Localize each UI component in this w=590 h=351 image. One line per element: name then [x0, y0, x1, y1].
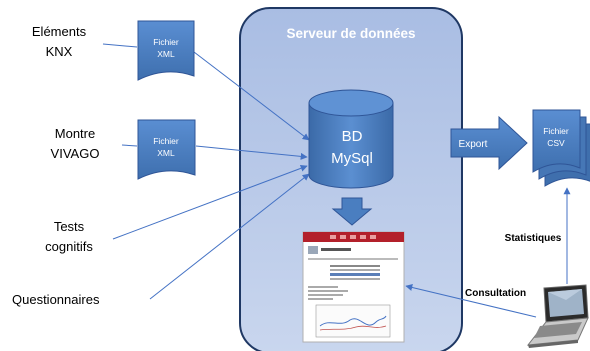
source-vivago-line1: Montre: [55, 126, 95, 141]
laptop-icon: [526, 284, 589, 348]
source-tests-line1: Tests: [54, 219, 85, 234]
source-knx-line1: Eléments: [32, 24, 87, 39]
server-title: Serveur de données: [286, 26, 415, 41]
document-csv-stack: Fichier CSV: [532, 109, 590, 187]
source-knx: Eléments KNX: [32, 24, 87, 59]
connector-xml2-to-db: [195, 145, 308, 160]
database-cylinder: BD MySql: [308, 89, 394, 189]
document-icon: [532, 109, 581, 173]
consultation-label: Consultation: [465, 288, 526, 299]
document-icon: [137, 119, 196, 180]
document-xml1-line2: XML: [157, 49, 175, 59]
statistiques-label: Statistiques: [505, 233, 562, 244]
source-knx-line2: KNX: [46, 44, 73, 59]
connector-laptop-to-screenshot: [405, 284, 537, 318]
input-connectors: [102, 43, 310, 300]
web-app-screenshot: [302, 231, 405, 343]
connector-knx-to-xml1: [102, 43, 138, 48]
connector-questionnaires-to-db: [149, 173, 310, 300]
connector-vivago-to-xml2: [121, 144, 138, 147]
source-vivago: Montre VIVAGO: [51, 126, 100, 161]
document-xml2-line1: Fichier: [153, 136, 179, 146]
source-tests-line2: cognitifs: [45, 239, 93, 254]
source-tests: Tests cognitifs: [45, 219, 93, 254]
document-icon: [137, 20, 195, 81]
export-arrow-icon: [450, 115, 528, 171]
output-connectors: [405, 187, 571, 318]
connector-xml1-to-db: [193, 51, 310, 141]
export-arrow: Export: [450, 115, 528, 171]
database-icon: [308, 102, 394, 189]
source-vivago-line2: VIVAGO: [51, 146, 100, 161]
document-xml1-line1: Fichier: [153, 37, 179, 47]
document-xml2: Fichier XML: [137, 119, 196, 180]
source-questionnaires-label: Questionnaires: [12, 292, 100, 307]
export-label: Export: [459, 139, 488, 150]
database-label-line2: MySql: [331, 150, 373, 167]
document-xml2-line2: XML: [157, 148, 175, 158]
database-label-line1: BD: [342, 128, 363, 145]
down-arrow-icon: [331, 197, 373, 226]
connector-tests-to-db: [112, 164, 308, 240]
document-xml1: Fichier XML: [137, 20, 195, 81]
document-csv-line2: CSV: [547, 138, 565, 148]
document-csv-line1: Fichier: [543, 126, 569, 136]
source-questionnaires: Questionnaires: [12, 292, 100, 307]
